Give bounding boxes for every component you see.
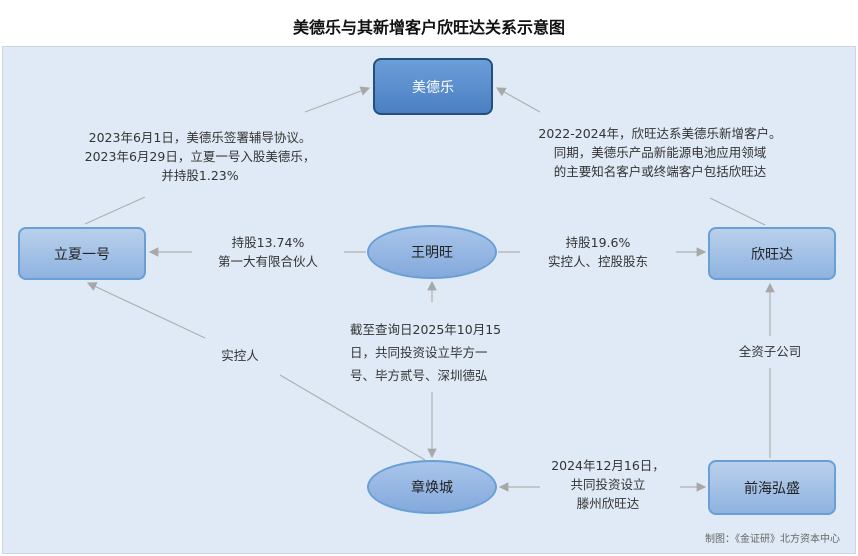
label-line: 滕州欣旺达 [576, 496, 640, 511]
label-wang-lixia: 持股13.74% 第一大有限合伙人 [190, 233, 346, 271]
node-wangmingwang: 王明旺 [367, 225, 497, 279]
edge-lixia-medele-b [304, 86, 371, 113]
edge-xinwangda-medele-a [709, 197, 766, 226]
label-line: 2023年6月1日，美德乐签署辅导协议。 [88, 130, 312, 145]
node-medele: 美德乐 [373, 58, 493, 115]
label-zhang-qianhai: 2024年12月16日， 共同投资设立 滕州欣旺达 [535, 456, 681, 513]
edge-xinwangda-medele-b [495, 87, 541, 113]
node-qianhai: 前海弘盛 [708, 460, 836, 515]
label-line: 同期，美德乐产品新能源电池应用领域 [553, 145, 767, 160]
edge-zhang-lixia-b [86, 282, 206, 339]
label-wang-xinwangda: 持股19.6% 实控人、控股股东 [520, 233, 676, 271]
label-line: 持股13.74% [231, 235, 305, 250]
label-line: 共同投资设立 [570, 477, 646, 492]
label-line: 第一大有限合伙人 [217, 254, 318, 269]
label-line: 2022-2024年，欣旺达系美德乐新增客户。 [538, 126, 782, 141]
label-line: 2023年6月29日，立夏一号入股美德乐， [84, 149, 316, 164]
label-line: 持股19.6% [565, 235, 631, 250]
node-lixia: 立夏一号 [18, 227, 146, 280]
label-line: 的主要知名客户或终端客户包括欣旺达 [553, 164, 767, 179]
label-zhang-wang: 截至查询日2025年10月15 日，共同投资设立毕方一 号、毕方贰号、深圳德弘 [350, 318, 532, 387]
label-zhang-lixia: 实控人 [221, 348, 259, 363]
label-line: 号、毕方贰号、深圳德弘 [350, 368, 488, 383]
source-note: 制图：《金证研》北方资本中心 [705, 534, 840, 545]
diagram-title: 美德乐与其新增客户欣旺达关系示意图 [292, 18, 565, 37]
label-line: 日，共同投资设立毕方一 [350, 345, 488, 360]
edge-lixia-medele-a [84, 196, 146, 225]
label-line: 截至查询日2025年10月15 [350, 322, 502, 337]
label-line: 实控人、控股股东 [547, 254, 648, 269]
edge-zhang-lixia-a [279, 374, 426, 461]
node-zhanghuancheng: 章焕城 [367, 460, 497, 514]
label-line: 并持股1.23% [161, 168, 239, 183]
label-line: 2024年12月16日， [551, 458, 665, 473]
label-xinwangda-medele: 2022-2024年，欣旺达系美德乐新增客户。 同期，美德乐产品新能源电池应用领… [510, 124, 810, 181]
label-qianhai-xinwangda: 全资子公司 [738, 344, 802, 359]
label-lixia-medele: 2023年6月1日，美德乐签署辅导协议。 2023年6月29日，立夏一号入股美德… [50, 128, 350, 185]
node-xinwangda: 欣旺达 [708, 227, 836, 280]
